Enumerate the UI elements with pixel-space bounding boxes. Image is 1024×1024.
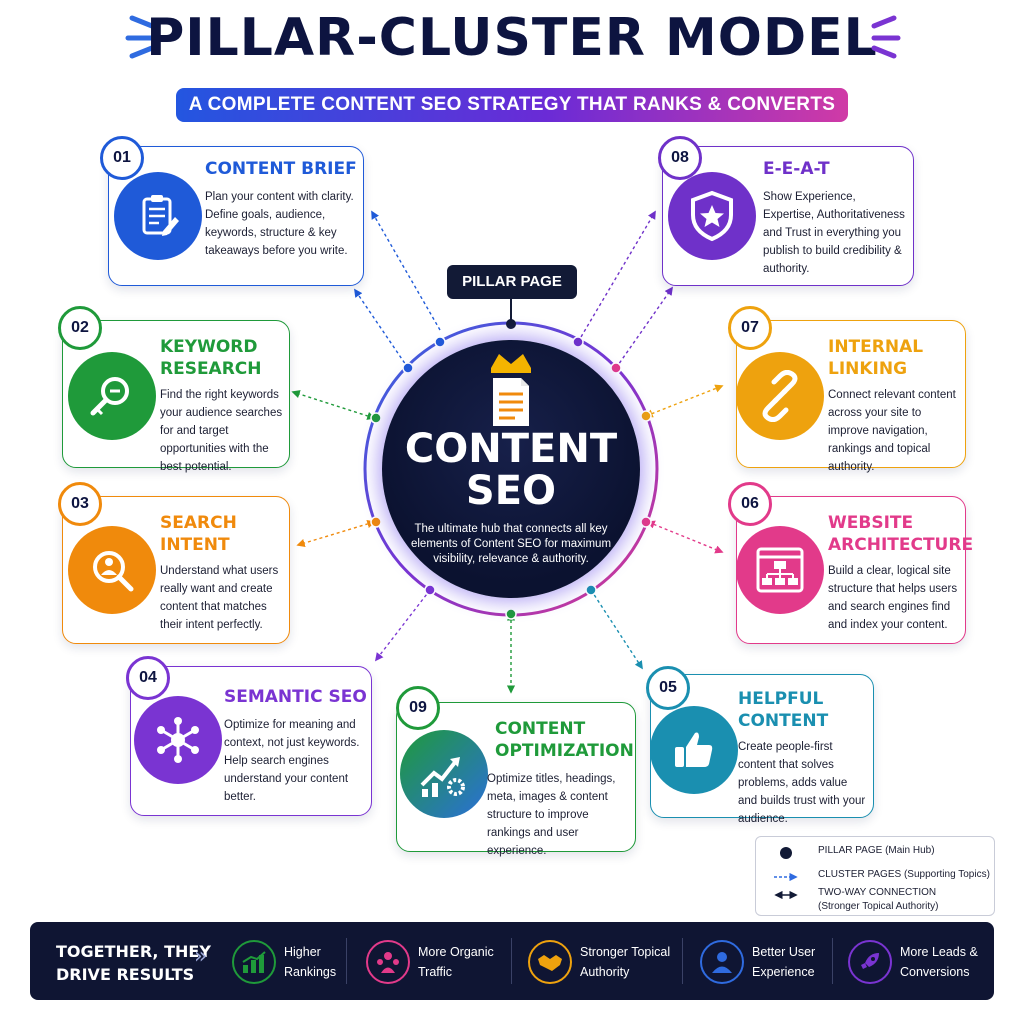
result-line2: Conversions [900, 965, 970, 979]
user-star-icon [700, 940, 744, 984]
cluster-title: SEARCH INTENT [160, 513, 237, 555]
hub-description: The ultimate hub that connects all key e… [410, 523, 612, 565]
result-leads-conversions: More Leads & Conversions [848, 934, 984, 990]
result-line2: Authority [580, 965, 630, 979]
cluster-title: HELPFUL CONTENT [738, 689, 829, 731]
link-search-intent [296, 519, 376, 548]
subtitle-banner: A COMPLETE CONTENT SEO STRATEGY THAT RAN… [176, 88, 848, 122]
network-icon [134, 696, 222, 784]
spark-left-icon [125, 15, 155, 59]
cluster-number: 09 [396, 686, 440, 730]
sitemap-icon [736, 526, 824, 614]
legend-two-way-label: TWO-WAY CONNECTION [818, 887, 937, 898]
result-line2: Experience [752, 965, 815, 979]
link-icon [736, 352, 824, 440]
result-line1: Better User [752, 945, 816, 959]
cluster-number: 07 [728, 306, 772, 350]
shield-star-icon [668, 172, 756, 260]
cluster-title: SEMANTIC SEO [224, 687, 367, 707]
legend-pillar-label: PILLAR PAGE (Main Hub) [818, 845, 935, 856]
link-keyword-research [291, 390, 376, 420]
cluster-number: 06 [728, 482, 772, 526]
divider [346, 938, 347, 984]
thumbs-up-icon [650, 706, 738, 794]
result-text: More Leads & Conversions [900, 942, 984, 982]
cluster-description: Find the right keywords your audience se… [160, 389, 283, 473]
cluster-description: Optimize for meaning and context, not ju… [224, 719, 360, 803]
result-line1: Stronger Topical [580, 945, 671, 959]
cluster-description: Connect relevant content across your sit… [828, 389, 956, 473]
key-search-icon [68, 352, 156, 440]
link-eeat [577, 210, 656, 343]
double-chevron-icon: » [194, 944, 208, 969]
divider [511, 938, 512, 984]
cluster-description: Plan your content with clarity. Define g… [205, 191, 354, 257]
spark-right-icon [871, 15, 901, 59]
rocket-icon [848, 940, 892, 984]
link-internal-linking [644, 384, 724, 418]
link-website-architecture [646, 520, 724, 554]
cluster-number: 05 [646, 666, 690, 710]
cluster-title: CONTENT OPTIMIZATION [495, 719, 634, 761]
result-line1: More Organic [418, 945, 494, 959]
clipboard-icon [114, 172, 202, 260]
pillar-page-label: PILLAR PAGE [447, 265, 577, 299]
handshake-icon [528, 940, 572, 984]
results-lead: TOGETHER, THEY DRIVE RESULTS [56, 940, 211, 986]
audience-icon [366, 940, 410, 984]
cluster-number: 08 [658, 136, 702, 180]
pillar-dot [506, 319, 516, 329]
growth-gear-icon [400, 730, 488, 818]
cluster-number: 03 [58, 482, 102, 526]
page-title: PILLAR-CLUSTER MODEL [146, 8, 878, 68]
result-line2: Rankings [284, 965, 337, 979]
hub-title: CONTENT SEO [382, 428, 640, 512]
results-bar [30, 922, 994, 1000]
cluster-description: Create people-first content that solves … [738, 741, 866, 825]
cluster-title: INTERNAL LINKING [828, 337, 924, 379]
link-helpful-content [590, 589, 643, 670]
link-semantic-seo [374, 589, 431, 662]
cluster-description: Build a clear, logical site structure th… [828, 565, 958, 631]
cluster-title: WEBSITE ARCHITECTURE [828, 513, 974, 555]
cluster-title: KEYWORD RESEARCH [160, 337, 262, 379]
hub-title-line2: SEO [465, 468, 557, 514]
cluster-number: 04 [126, 656, 170, 700]
legend-symbols [774, 847, 798, 900]
cluster-title: CONTENT BRIEF [205, 159, 357, 179]
link-content-brief [371, 210, 441, 331]
cluster-number: 01 [100, 136, 144, 180]
result-line1: More Leads & [900, 945, 978, 959]
divider [682, 938, 683, 984]
results-lead-line1: TOGETHER, THEY [56, 942, 211, 961]
cluster-number: 02 [58, 306, 102, 350]
cluster-title: E-E-A-T [763, 159, 830, 179]
legend: PILLAR PAGE (Main Hub) CLUSTER PAGES (Su… [755, 836, 995, 916]
person-search-icon [68, 526, 156, 614]
bar-chart-icon [232, 940, 276, 984]
legend-cluster-label: CLUSTER PAGES (Supporting Topics) [818, 869, 990, 880]
cluster-description: Understand what users really want and cr… [160, 565, 279, 631]
result-line2: Traffic [418, 965, 453, 979]
legend-two-way-note: (Stronger Topical Authority) [818, 901, 939, 912]
results-lead-line2: DRIVE RESULTS [56, 965, 195, 984]
hub-title-line1: CONTENT [404, 426, 618, 472]
cluster-description: Show Experience, Expertise, Authoritativ… [763, 191, 905, 275]
result-line1: Higher [284, 945, 321, 959]
divider [832, 938, 833, 984]
cluster-description: Optimize titles, headings, meta, images … [487, 773, 616, 857]
crown-document-icon [491, 354, 531, 426]
